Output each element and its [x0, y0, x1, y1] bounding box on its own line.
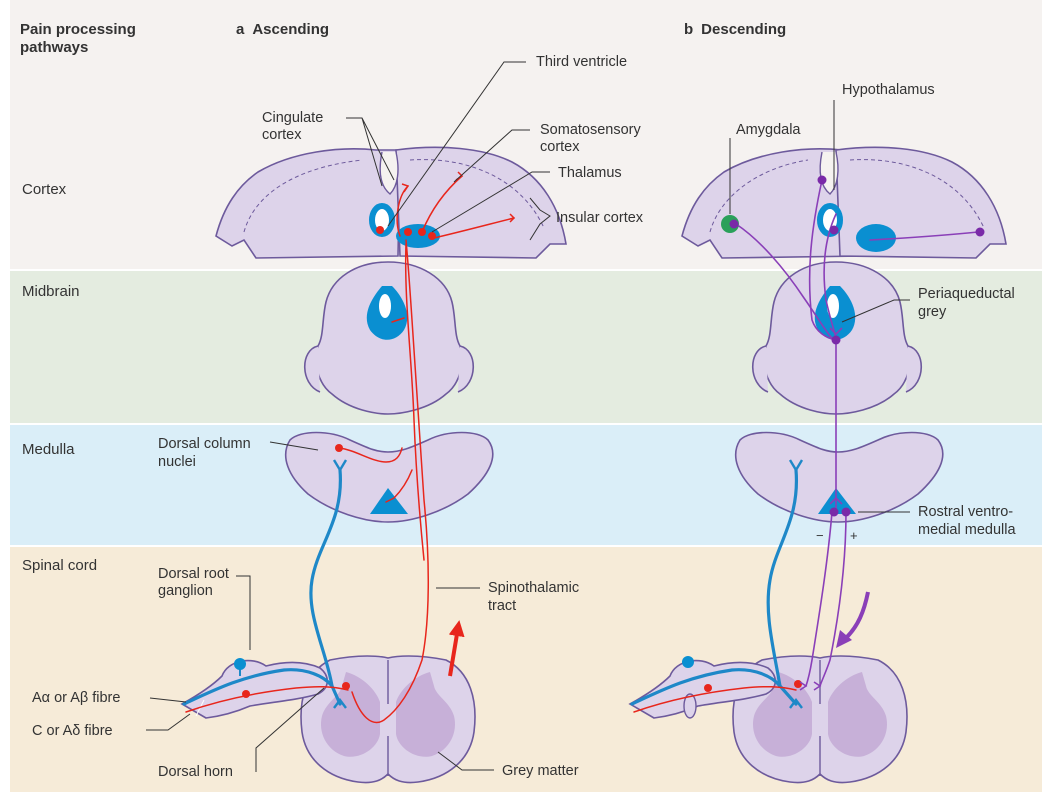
label-thalamus: Thalamus — [558, 165, 622, 181]
label-third-ventricle: Third ventricle — [536, 54, 627, 70]
label-a-fibre: Aα or Aβ fibre — [32, 690, 120, 706]
label-amygdala: Amygdala — [736, 122, 801, 138]
label-dorsal-horn: Dorsal horn — [158, 764, 233, 780]
region-medulla: Medulla — [22, 441, 75, 458]
minus-sign: − — [816, 528, 824, 543]
label-hypothalamus: Hypothalamus — [842, 82, 935, 98]
plus-sign: + — [850, 528, 858, 543]
region-spinal-cord: Spinal cord — [22, 557, 97, 574]
label-insular-cortex: Insular cortex — [556, 210, 644, 226]
region-cortex: Cortex — [22, 181, 67, 198]
region-midbrain: Midbrain — [22, 283, 80, 300]
label-grey-matter: Grey matter — [502, 763, 579, 779]
label-c-fibre: C or Aδ fibre — [32, 723, 113, 739]
